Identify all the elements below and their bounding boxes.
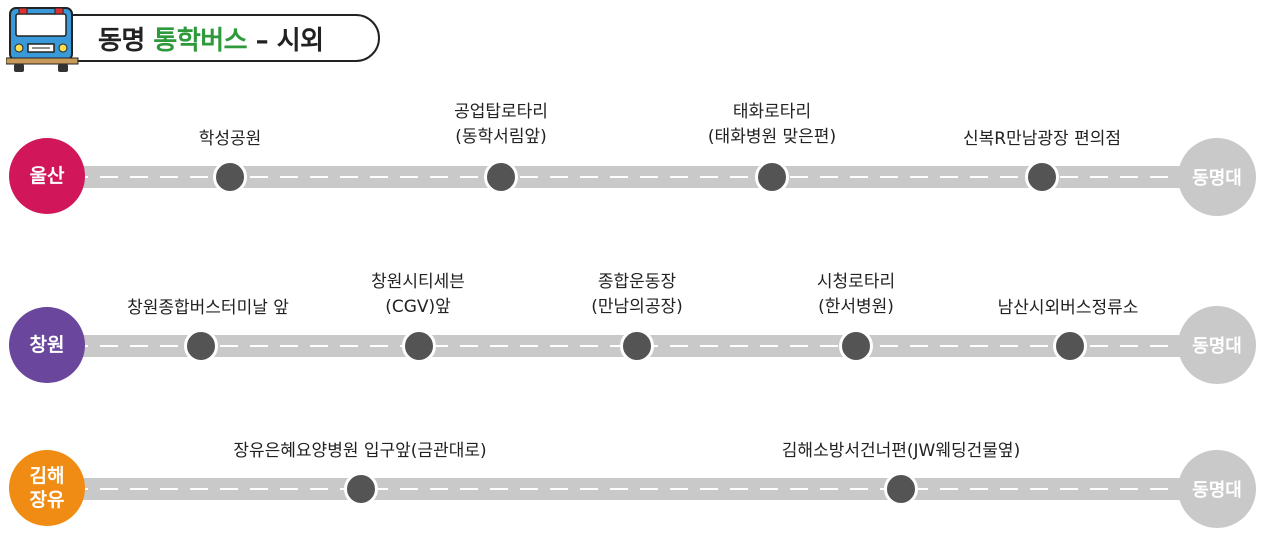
road [70,478,1190,500]
stop-marker [884,472,918,506]
title-suffix: – 시외 [255,26,324,56]
stop-label: 창원시티세븐 (CGV)앞 [371,272,465,317]
stop-label: 창원종합버스터미날 앞 [127,298,289,318]
stop-label: 학성공원 [198,129,262,149]
title-highlight: 통학버스 [153,26,248,56]
origin-label: 창원 [29,334,65,356]
stop-marker [620,329,654,363]
stop-label: 공업탑로타리 (동학서림앞) [454,102,548,147]
origin-badge: 김해 장유 [9,450,85,526]
stop-marker [344,472,378,506]
page-title: 동명 통학버스 – 시외 [98,20,324,57]
bus-icon [6,7,79,72]
stop-label: 김해소방서건너편(JW웨딩건물옆) [781,441,1021,461]
stop-label: 신복R만남광장 편의점 [963,129,1121,149]
stop-marker [1025,160,1059,194]
header: 동명 통학버스 – 시외 [6,6,380,72]
destination-label: 동명대 [1192,336,1242,357]
destination-label: 동명대 [1192,168,1242,189]
stop-marker [402,329,436,363]
title-banner [56,14,380,62]
stop-marker [213,160,247,194]
stop-label: 태화로타리 (태화병원 맞은편) [707,102,837,147]
destination-badge: 동명대 [1178,306,1256,384]
origin-label-line2: 장유 [29,489,65,511]
origin-badge: 울산 [9,138,85,214]
road [70,166,1190,188]
stop-marker [484,160,518,194]
origin-label: 울산 [29,165,65,187]
stop-marker [839,329,873,363]
origin-label-line1: 김해 [29,465,65,487]
title-prefix: 동명 [98,26,145,56]
stop-marker [755,160,789,194]
stop-marker [184,329,218,363]
destination-badge: 동명대 [1178,450,1256,528]
stop-label: 남산시외버스정류소 [997,298,1139,318]
destination-badge: 동명대 [1178,138,1256,216]
origin-badge: 창원 [9,307,85,383]
destination-label: 동명대 [1192,480,1242,501]
stop-marker [1053,329,1087,363]
stop-label: 장유은혜요양병원 입구앞(금관대로) [233,441,487,461]
stop-label: 종합운동장 (만남의공장) [591,272,683,317]
stop-label: 시청로타리 (한서병원) [816,272,896,317]
